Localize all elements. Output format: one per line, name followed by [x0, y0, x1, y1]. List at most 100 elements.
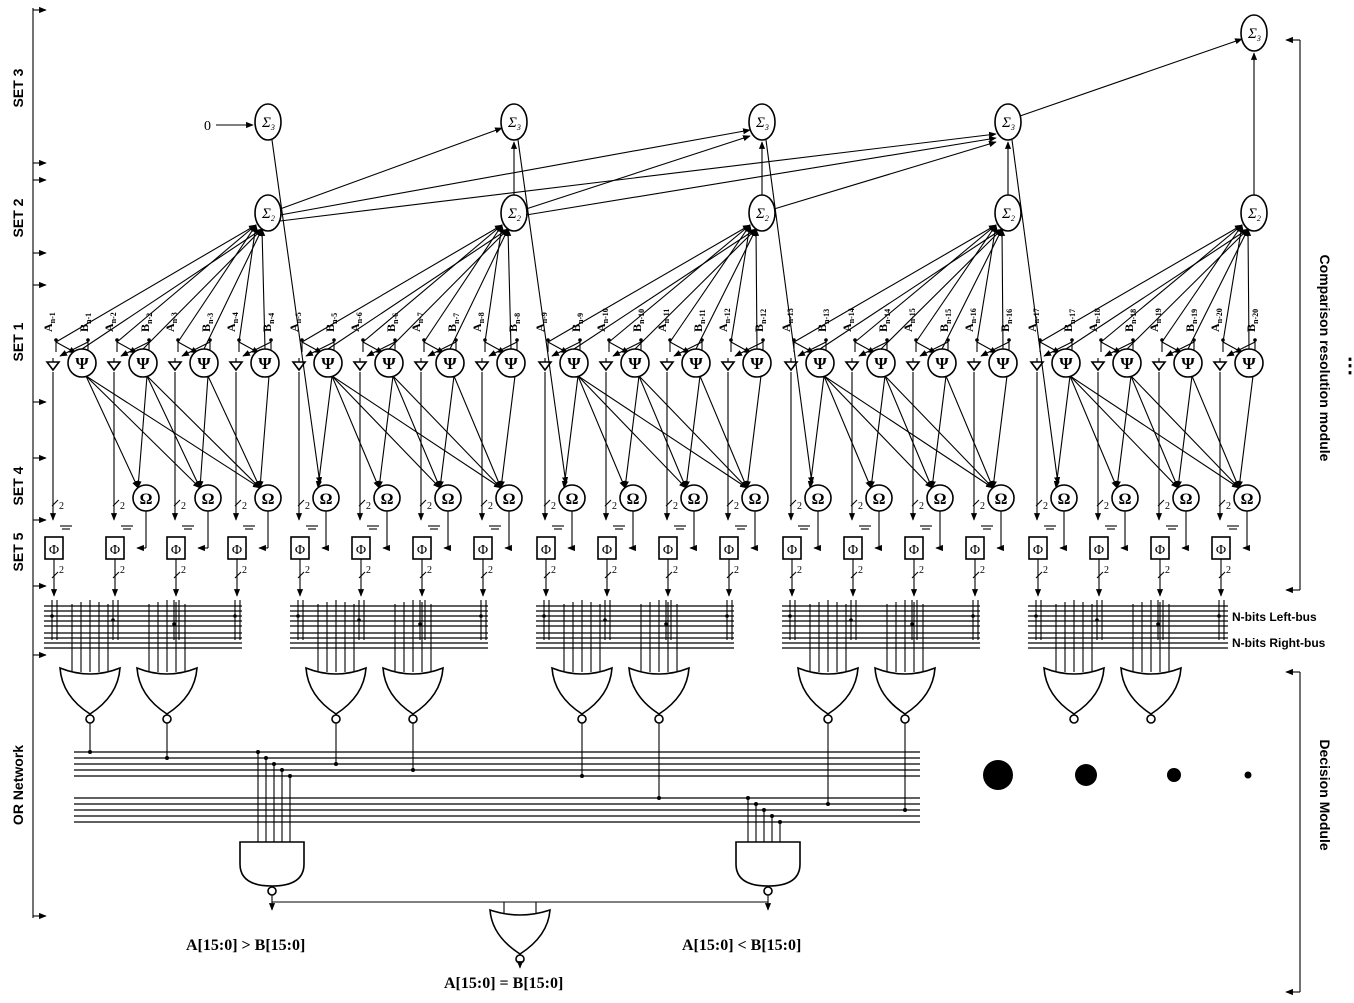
bit-b-index: n-9 — [576, 313, 585, 324]
width-slash — [972, 571, 980, 579]
phi-symbol: Φ — [724, 543, 734, 558]
bus-width-label: 2 — [612, 501, 617, 512]
input-to-sigma2-wire — [484, 224, 505, 343]
psi-to-omega-wire — [577, 375, 748, 489]
phi-symbol: Φ — [1216, 543, 1226, 558]
bit-a-label: An-19 — [1147, 308, 1163, 332]
cross-wire — [612, 341, 642, 357]
junction-dot — [603, 618, 607, 622]
bit-b-index: n-19 — [1190, 309, 1199, 324]
right-bus-label: N-bits Right-bus — [1232, 636, 1326, 650]
junction-dot — [172, 622, 176, 626]
junction-dot — [479, 614, 483, 618]
bit-b-label: Bn-13 — [815, 309, 831, 332]
bus-width-label: 2 — [305, 501, 310, 512]
psi-to-sigma2-wire — [505, 228, 512, 350]
psi-to-omega-wire — [392, 375, 502, 489]
bit-b-label: Bn-11 — [691, 309, 707, 332]
decision-module-label: Decision Module — [1317, 739, 1333, 850]
bit-a-index: n-16 — [969, 308, 978, 323]
and-gate-less — [735, 841, 801, 887]
psi-to-sigma2-wire — [1126, 228, 1249, 350]
junction-dot — [334, 762, 338, 766]
inverter-icon — [783, 361, 799, 372]
bit-a-label: An-11 — [655, 309, 671, 332]
psi-symbol: Ψ — [1242, 354, 1256, 373]
width-slash — [480, 571, 488, 579]
bus-width-label: 2 — [242, 501, 247, 512]
bit-b-index: n-8 — [513, 313, 522, 324]
sigma3-feed — [1011, 139, 1061, 485]
cross-wire — [177, 341, 199, 354]
psi-to-omega-wire — [1191, 375, 1240, 489]
width-slash — [604, 571, 612, 579]
psi-to-omega-wire — [1069, 375, 1179, 489]
phi-symbol: Φ — [848, 543, 858, 558]
continuation-dot — [1167, 768, 1181, 782]
width-slash — [358, 571, 366, 579]
sigma3-final-node — [1240, 14, 1268, 52]
bit-b-letter: B — [937, 324, 951, 332]
phi-symbol: Φ — [110, 543, 120, 558]
junction-dot — [256, 750, 260, 754]
bit-b-index: n-14 — [883, 309, 892, 324]
bus-width-label: 2 — [1165, 565, 1170, 576]
psi-symbol: Ψ — [813, 354, 827, 373]
width-slash — [1218, 571, 1226, 579]
cross-wire — [858, 341, 888, 357]
inverter-icon — [352, 361, 368, 372]
bit-a-label: An-5 — [287, 312, 303, 332]
phi-symbol: Φ — [602, 543, 612, 558]
cross-wire — [427, 341, 457, 357]
bus-width-label: 2 — [427, 501, 432, 512]
junction-dot — [903, 808, 907, 812]
phi-symbol: Φ — [663, 543, 673, 558]
phi-symbol: Φ — [970, 543, 980, 558]
input-to-sigma2-wire — [55, 224, 257, 343]
psi-to-omega-wire — [331, 375, 380, 489]
psi-symbol: Ψ — [136, 354, 150, 373]
junction-dot — [664, 622, 668, 626]
width-slash — [1035, 499, 1043, 507]
bit-a-index: n-1 — [48, 312, 57, 323]
sigma-cross — [525, 136, 997, 216]
bus-width-label: 2 — [919, 565, 924, 576]
bus-width-label: 2 — [366, 501, 371, 512]
psi-symbol: Ψ — [1059, 354, 1073, 373]
psi-symbol: Ψ — [197, 354, 211, 373]
bit-b-letter: B — [77, 324, 91, 332]
cross-wire — [423, 341, 445, 354]
sigma3-node — [748, 103, 776, 141]
junction-dot — [88, 750, 92, 754]
bit-b-label: Bn-15 — [937, 309, 953, 332]
bit-a-label: An-16 — [962, 308, 978, 332]
bit-b-letter: B — [1061, 324, 1075, 332]
bus-width-label: 2 — [1226, 565, 1231, 576]
bit-b-letter: B — [1122, 324, 1136, 332]
inverter-icon — [1151, 361, 1167, 372]
bit-a-index: n-11 — [662, 309, 671, 324]
cross-wire — [55, 341, 77, 354]
cross-wire — [547, 341, 569, 354]
psi-to-omega-wire — [945, 375, 994, 489]
inverter-icon — [720, 361, 736, 372]
input-to-sigma2-wire — [854, 224, 997, 343]
omega-symbol: Ω — [688, 491, 701, 508]
omega-symbol: Ω — [1058, 491, 1071, 508]
cross-wire — [730, 341, 752, 354]
junction-dot — [1217, 614, 1221, 618]
nor-gate-bubble — [577, 714, 587, 724]
output-greater-label: A[15:0] > B[15:0] — [186, 937, 305, 954]
cross-wire — [608, 341, 630, 354]
bit-a-index: n-4 — [231, 312, 240, 323]
bit-b-label: Bn-19 — [1183, 309, 1199, 332]
junction-dot — [50, 614, 54, 618]
psi-symbol: Ψ — [1181, 354, 1195, 373]
cross-wire — [362, 341, 384, 354]
bit-a-letter: A — [348, 323, 362, 332]
bit-a-index: n-14 — [847, 308, 856, 323]
bit-b-label: Bn-3 — [199, 313, 215, 332]
bit-a-letter: A — [716, 323, 730, 332]
sigma-cross — [525, 135, 751, 210]
